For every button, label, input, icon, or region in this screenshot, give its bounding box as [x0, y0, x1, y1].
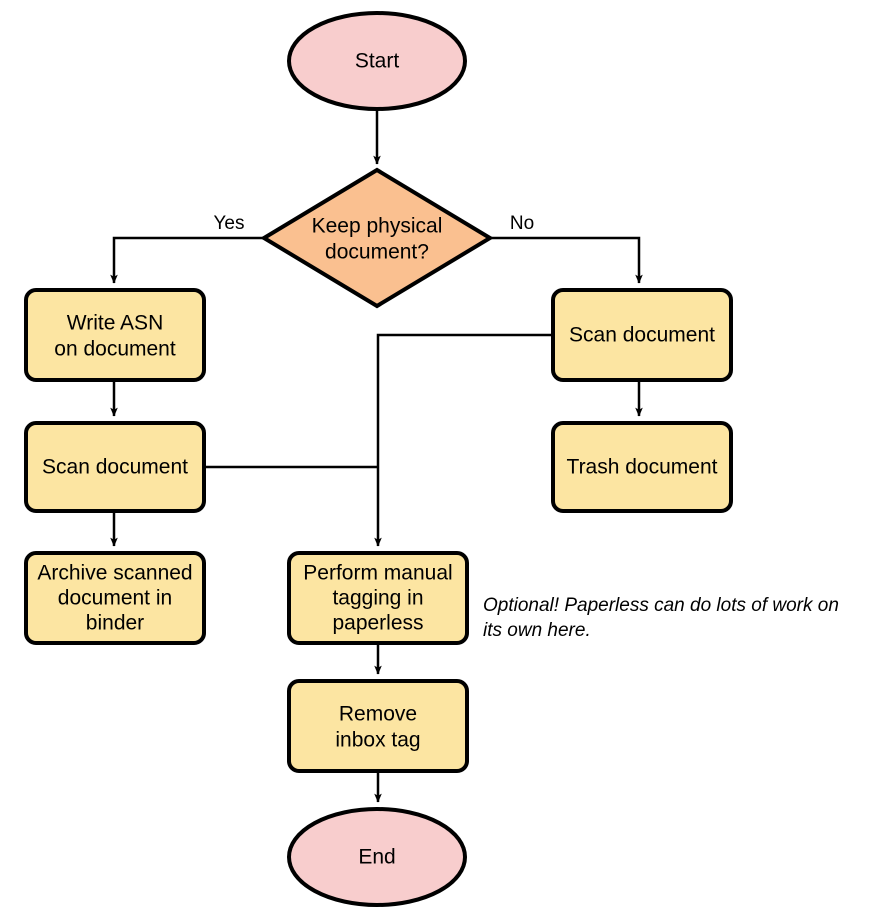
edge-scan-right-to-tagging [374, 333, 553, 547]
start-ellipse[interactable] [287, 11, 467, 111]
archive-binder-label-line1: Archive scanned [37, 562, 192, 585]
scan-document-right-box[interactable] [551, 288, 733, 382]
decision-diamond[interactable] [260, 167, 494, 309]
node-layer: Start Keep physical document? Write ASN … [24, 11, 733, 907]
archive-binder-label-line2: document in [58, 587, 172, 610]
node-scan-document-right[interactable]: Scan document [551, 288, 733, 382]
node-keep-physical-document[interactable]: Keep physical document? [260, 167, 494, 309]
scan-document-left-box[interactable] [24, 421, 206, 513]
scan-document-right-label: Scan document [569, 324, 715, 347]
manual-tagging-label-line3: paperless [332, 612, 423, 635]
edge-label-yes: Yes [214, 213, 245, 234]
trash-document-box[interactable] [551, 421, 733, 513]
manual-tagging-label-line2: tagging in [332, 587, 423, 610]
node-remove-inbox-tag[interactable]: Remove inbox tag [287, 679, 469, 773]
annotation-line2: its own here. [483, 620, 591, 641]
scan-document-left-label: Scan document [42, 456, 188, 479]
start-label: Start [355, 50, 400, 73]
node-scan-document-left[interactable]: Scan document [24, 421, 206, 513]
remove-inbox-tag-box[interactable] [287, 679, 469, 773]
edge-decision-to-write-asn [110, 236, 264, 284]
edge-label-layer: Yes No [214, 213, 535, 234]
node-end[interactable]: End [287, 807, 467, 907]
manual-tagging-label-line1: Perform manual [303, 562, 452, 585]
edge-layer [110, 109, 643, 803]
write-asn-label-line2: on document [54, 338, 176, 361]
archive-binder-box[interactable] [24, 551, 206, 645]
trash-document-label: Trash document [567, 456, 718, 479]
end-ellipse[interactable] [287, 807, 467, 907]
decision-label-line1: Keep physical [312, 215, 443, 238]
write-asn-label-line1: Write ASN [67, 312, 163, 335]
remove-inbox-tag-label-line1: Remove [339, 703, 417, 726]
node-write-asn[interactable]: Write ASN on document [24, 288, 206, 382]
annotation-optional-note: Optional! Paperless can do lots of work … [483, 595, 839, 641]
edge-decision-to-scan-right [490, 236, 643, 284]
edge-label-no: No [510, 213, 534, 234]
end-label: End [358, 846, 395, 869]
node-manual-tagging[interactable]: Perform manual tagging in paperless [287, 551, 469, 645]
node-archive-binder[interactable]: Archive scanned document in binder [24, 551, 206, 645]
node-trash-document[interactable]: Trash document [551, 421, 733, 513]
remove-inbox-tag-label-line2: inbox tag [335, 729, 420, 752]
archive-binder-label-line3: binder [86, 612, 144, 635]
annotation-line1: Optional! Paperless can do lots of work … [483, 595, 839, 616]
manual-tagging-box[interactable] [287, 551, 469, 645]
write-asn-box[interactable] [24, 288, 206, 382]
decision-label-line2: document? [325, 241, 429, 264]
node-start[interactable]: Start [287, 11, 467, 111]
